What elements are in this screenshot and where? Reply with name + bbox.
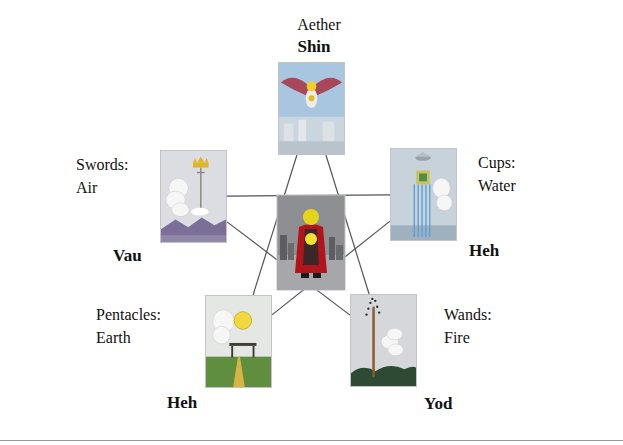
city-tower <box>280 235 287 260</box>
bottom-rule <box>0 440 623 441</box>
hebrew-letter: Shin <box>297 37 330 57</box>
water-stream <box>421 184 422 237</box>
cloud-hand <box>433 178 450 198</box>
tarot-card: Wands: FireYod <box>350 294 417 387</box>
wand-leaf <box>367 308 369 310</box>
water-stream <box>417 184 418 237</box>
figure-orb <box>305 233 317 245</box>
wand-leaf <box>365 313 367 315</box>
wand-leaf <box>371 298 373 300</box>
tarot-card: Swords: AirVau <box>160 150 227 243</box>
card-sky <box>351 295 416 386</box>
city-tower <box>288 243 294 260</box>
hill <box>351 366 416 386</box>
pentacle <box>234 312 251 330</box>
table-leg <box>253 346 255 358</box>
card-sky <box>161 151 226 242</box>
wand-leaf <box>369 302 371 304</box>
cloud-hand <box>388 344 404 356</box>
city-building <box>284 124 294 144</box>
cloud-hand <box>437 195 453 211</box>
card-picture <box>391 149 456 240</box>
figure-robe <box>295 224 327 273</box>
card-picture <box>279 63 344 154</box>
city-tower <box>329 237 335 260</box>
element-label: Cups: Water <box>478 151 516 197</box>
wand-leaf <box>374 300 376 302</box>
hebrew-letter: Yod <box>424 394 452 414</box>
figure-head <box>303 209 319 225</box>
element-label: Pentacles: Earth <box>96 303 161 349</box>
crown <box>193 157 209 163</box>
card-ground <box>161 235 226 242</box>
element-label: Aether <box>297 13 341 36</box>
road <box>233 357 245 387</box>
city-tower <box>336 245 343 260</box>
center-card <box>277 195 345 290</box>
city-building <box>323 122 335 144</box>
wand <box>372 307 374 377</box>
water-stream <box>425 184 426 237</box>
card-picture <box>206 296 271 387</box>
cup-inlay <box>419 173 427 181</box>
dove-wing <box>415 152 431 157</box>
city-building <box>298 120 306 143</box>
cup <box>416 171 430 185</box>
tarot-card: AetherShin <box>278 62 345 155</box>
wand-leaf <box>378 311 380 313</box>
card-sky <box>206 296 271 387</box>
sword <box>200 168 201 210</box>
tarot-card: Pentacles: EarthHeh <box>205 295 272 388</box>
card-ground <box>391 225 456 240</box>
card-picture <box>161 151 226 242</box>
cloud-hand <box>387 328 403 340</box>
table-leg <box>231 346 233 358</box>
card-sky <box>391 149 456 240</box>
angel-halo <box>307 82 317 92</box>
element-label: Wands: Fire <box>444 303 492 349</box>
crown <box>193 163 209 168</box>
card-sky <box>279 63 344 154</box>
mountain <box>161 218 226 242</box>
field <box>206 357 271 387</box>
card-picture <box>351 295 416 386</box>
table <box>229 343 256 346</box>
hebrew-letter: Heh <box>469 241 499 261</box>
cloud-hand <box>172 203 189 217</box>
water-stream <box>429 184 430 237</box>
hebrew-letter: Vau <box>113 246 142 266</box>
angel-orb <box>309 95 315 101</box>
small-cloud <box>191 208 208 216</box>
card-ground <box>279 117 344 154</box>
figure-body <box>303 229 319 265</box>
sword-hilt <box>197 172 205 173</box>
tarot-card: Cups: WaterHeh <box>390 148 457 241</box>
figure-foot <box>313 273 321 278</box>
card-background <box>277 195 345 290</box>
element-label: Swords: Air <box>76 153 128 199</box>
water-stream <box>414 184 415 237</box>
figure-foot <box>301 273 309 278</box>
hebrew-letter: Heh <box>167 393 197 413</box>
cloud-hand <box>213 326 230 344</box>
wand-leaf <box>376 306 378 308</box>
card-ground <box>279 141 344 154</box>
